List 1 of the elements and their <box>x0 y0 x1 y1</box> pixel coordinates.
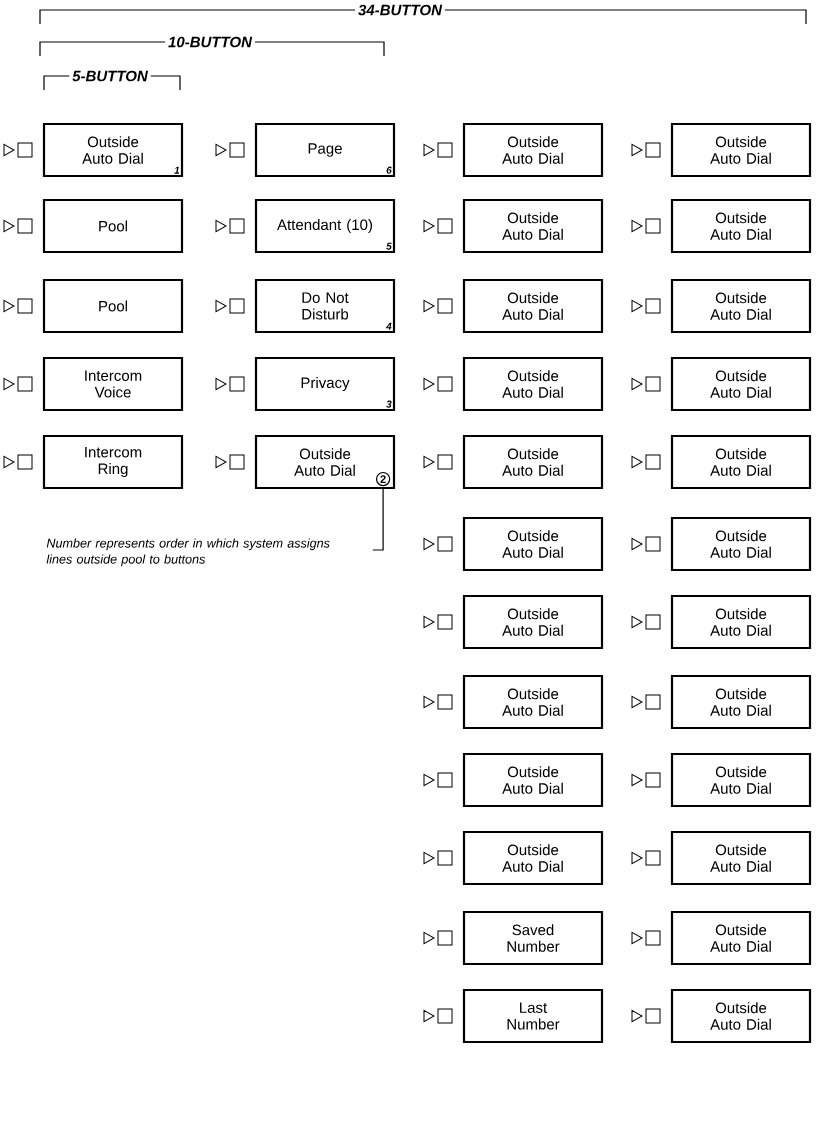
leader-line <box>372 488 384 551</box>
